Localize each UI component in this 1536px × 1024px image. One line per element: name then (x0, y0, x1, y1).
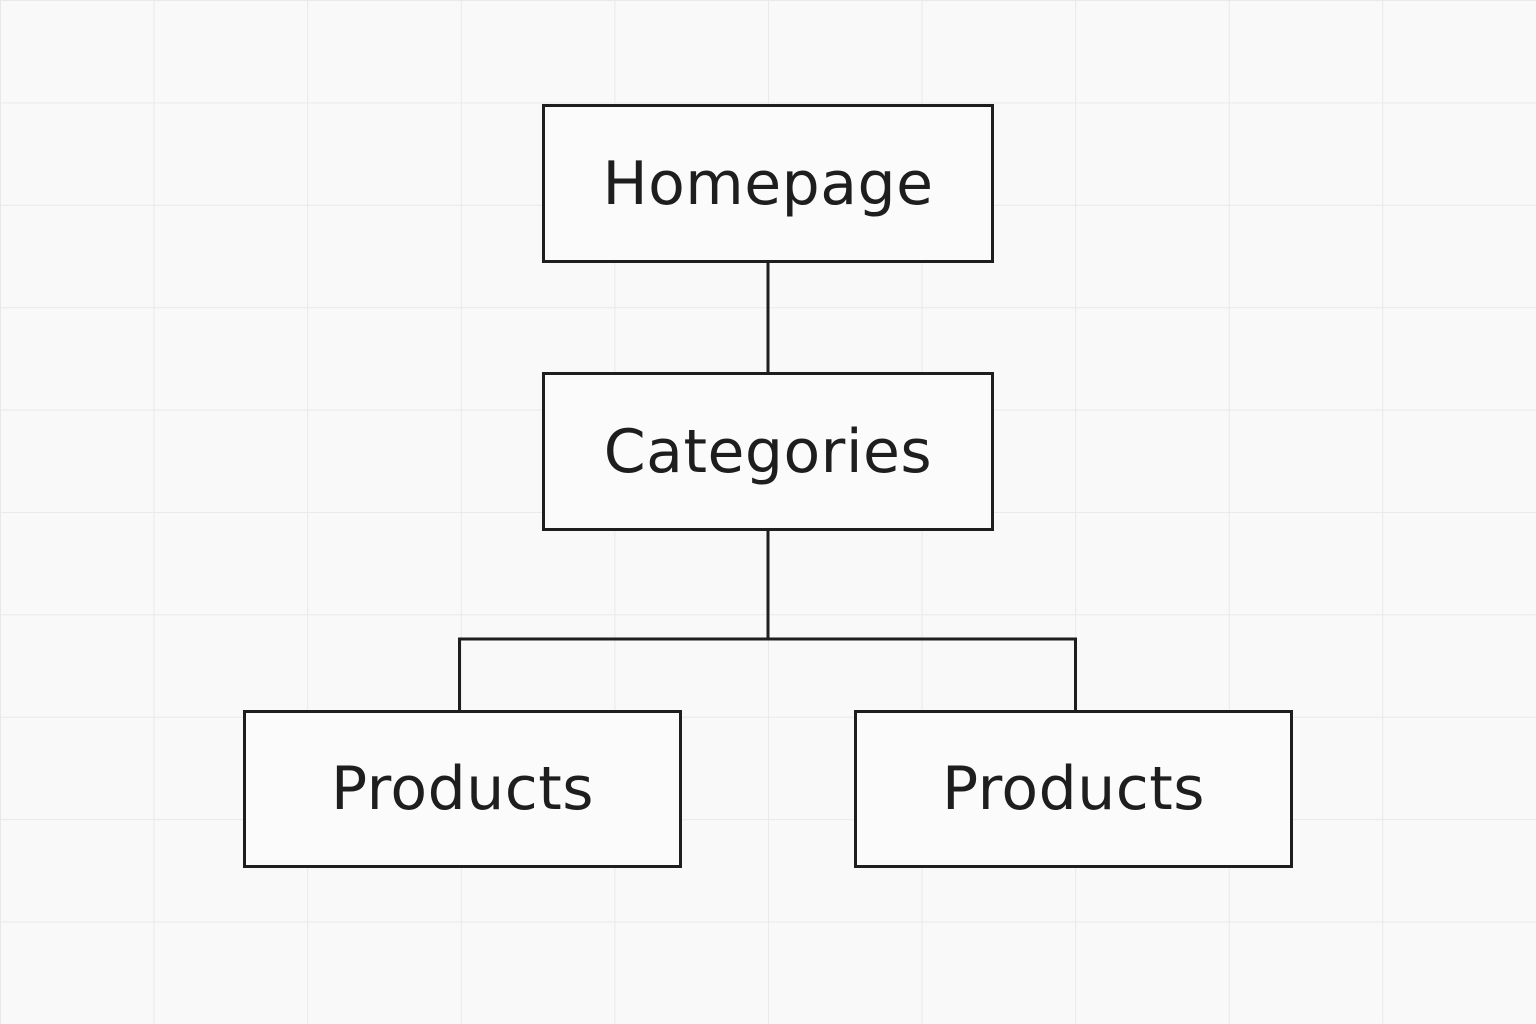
node-homepage: Homepage (542, 104, 994, 263)
node-products-right: Products (854, 710, 1293, 868)
node-label-homepage: Homepage (602, 148, 934, 219)
node-label-categories: Categories (603, 416, 933, 487)
node-label-products-left: Products (330, 754, 595, 824)
node-label-products-right: Products (941, 754, 1206, 824)
node-products-left: Products (243, 710, 682, 868)
node-categories: Categories (542, 372, 994, 531)
